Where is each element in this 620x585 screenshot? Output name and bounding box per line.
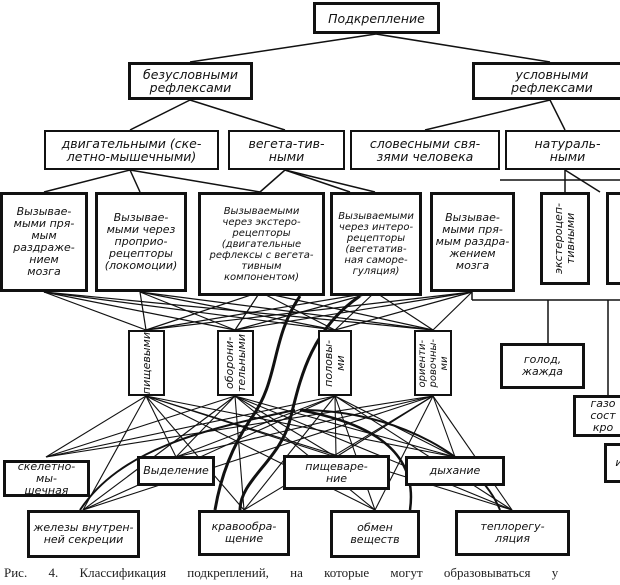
node-digestion: пищеваре- ние [283,455,390,490]
connector-line [259,291,434,331]
node-vegetative: вегета-тив- ными [228,130,345,170]
node-hunger-thirst: голод, жажда [500,343,585,389]
connector-line [43,291,147,331]
connector-line [334,291,473,331]
connector-curve [238,294,361,511]
connector-line [82,395,236,511]
connector-line [82,395,147,511]
connector-line [432,395,456,458]
connector-line [259,169,286,193]
node-metabolism: обмен веществ [330,510,420,558]
node-direct-brain-1: Вызывае- мыми пря- мым раздраже- нием мо… [0,192,88,292]
connector-curve [79,409,296,511]
connector-line [549,99,566,131]
connector-line [432,395,513,511]
connector-line [145,395,376,511]
connector-line [234,395,513,511]
node-blood-gas: газо сост кро [573,395,620,437]
connector-line [175,395,236,458]
node-food-label: пищевыми [139,331,153,395]
connector-line [234,395,337,458]
node-respiration: дыхание [405,456,505,486]
connector-line [145,395,456,458]
connector-line [45,395,336,458]
connector-line [375,33,551,63]
node-skeletal-muscle: скелетно-мы- шечная [3,460,90,497]
node-interoceptors: Вызываемыми через интеро- рецепторы (вег… [330,192,422,296]
node-excretion: Выделение [137,456,215,486]
node-unconditioned: безусловными рефлексами [128,62,253,100]
node-endocrine: железы внутрен- ней секреции [27,510,140,558]
connector-line [43,169,131,193]
connector-line [145,291,376,331]
connector-line [139,291,434,331]
node-cut-right [606,192,620,285]
connector-line [234,395,245,511]
connector-line [139,291,336,331]
node-exteroceptive-label: экстероцеп- тивными [552,202,577,275]
node-circulation: кравообра- щение [198,510,290,556]
connector-line [284,169,351,193]
node-direct-brain-2: Вызывае- мыми пря- мым раздра- жением мо… [430,192,515,292]
connector-line [189,33,377,63]
node-exteroceptors: Вызываемыми через экстеро- рецепторы (дв… [198,192,325,296]
node-defensive: оборони- тельными [217,330,254,396]
connector-line [82,395,336,511]
connector-line [334,395,337,458]
node-cut-bottom: и [604,443,620,483]
node-sexual: половы- ми [318,330,352,396]
connector-line [259,291,336,331]
connector-line [45,395,434,458]
connector-line [43,291,236,331]
node-conditioned: условными рефлексами [472,62,620,100]
connector-line [432,291,473,331]
connector-line [129,99,191,131]
node-orienting: ориенти- ровочны- ми [414,330,452,396]
connector-curve [213,295,302,511]
connector-line [284,169,376,193]
node-verbal: словесными свя- зями человека [350,130,500,170]
connector-line [334,395,513,511]
connector-line [82,395,434,511]
connector-line [129,169,261,193]
node-sexual-label: половы- ми [322,339,347,387]
connector-line [129,169,141,193]
node-food: пищевыми [128,330,165,396]
connector-line [564,169,601,193]
connector-line [139,291,147,331]
connector-line [234,291,261,331]
connector-curve [299,408,413,511]
connector-line [234,395,456,458]
node-defensive-label: оборони- тельными [222,334,248,393]
connector-line [189,99,286,131]
node-orienting-label: ориенти- ровочны- ми [416,338,450,388]
node-motor: двигательными (ске- летно-мышечными) [44,130,219,170]
connector-line [45,395,236,458]
connector-line [45,395,147,458]
connector-line [374,395,434,511]
node-exteroceptive: экстероцеп- тивными [540,192,590,285]
connector-line [175,395,434,458]
connector-line [234,395,376,511]
node-natural: натураль- ными [505,130,620,170]
node-root: Подкрепление [313,2,440,34]
connector-line [424,99,551,131]
node-thermoregulation: теплорегу- ляция [455,510,570,556]
connector-line [145,395,177,458]
node-proprioceptors: Вызывае- мыми через проприо- рецепторы (… [95,192,187,292]
connector-line [234,291,473,331]
connector-line [139,291,236,331]
connector-line [145,291,473,331]
connector-line [175,395,336,458]
figure-caption: Рис. 4. Классификация подкреплений, на к… [4,565,559,580]
connector-line [145,291,261,331]
connector-line [243,395,434,511]
connector-curve [299,409,501,511]
connector-line [334,395,376,511]
